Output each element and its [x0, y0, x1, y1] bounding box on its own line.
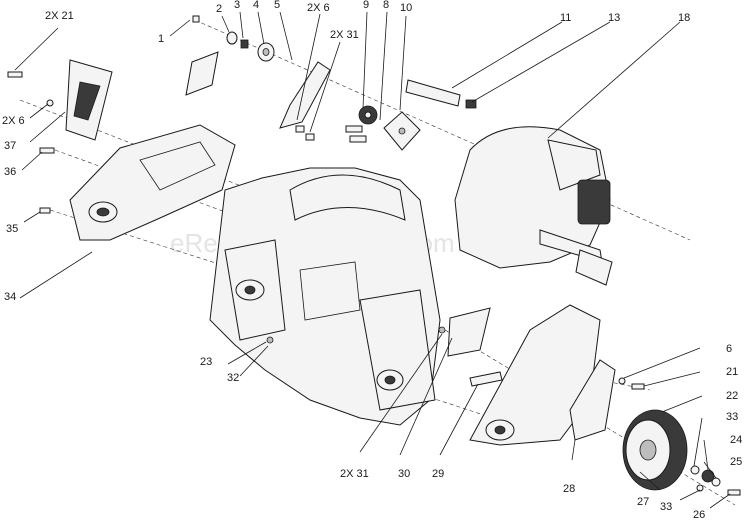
- callout-37: 37: [4, 140, 16, 152]
- callout-5: 5: [274, 0, 280, 11]
- callout-2: 2: [216, 3, 222, 15]
- bolt-21: [7, 71, 23, 78]
- callout-21: 21: [726, 366, 738, 378]
- leader-lines: [14, 11, 731, 509]
- bracket-28b: [569, 359, 616, 441]
- bracket-5: [279, 61, 331, 129]
- callout-2x21-top: 2X 21: [45, 10, 74, 22]
- washer-33b: [696, 484, 704, 492]
- left-side: [7, 59, 236, 241]
- side-plate-28: [469, 304, 601, 446]
- callout-10: 10: [400, 2, 412, 14]
- bolt-26: [727, 489, 741, 496]
- side-plate-34: [69, 124, 236, 241]
- nut-31b: [305, 133, 315, 141]
- auger-opening: [289, 174, 406, 221]
- washer-33a: [690, 465, 700, 475]
- gearbox-18: [454, 126, 613, 286]
- callout-35: 35: [6, 223, 18, 235]
- bolt-9b: [349, 135, 367, 143]
- callout-24: 24: [730, 434, 742, 446]
- pin-29: [469, 371, 503, 387]
- callout-33-bottom: 33: [660, 501, 672, 513]
- callout-18: 18: [678, 12, 690, 24]
- bolt-9a: [345, 125, 363, 133]
- callout-3: 3: [234, 0, 240, 11]
- callout-4: 4: [253, 0, 259, 11]
- shaft-11: [405, 79, 461, 107]
- callout-34: 34: [4, 291, 16, 303]
- bolt-21b: [631, 383, 645, 390]
- callout-26: 26: [693, 509, 705, 521]
- callout-6: 6: [726, 343, 732, 355]
- callout-2x31-bottom: 2X 31: [340, 468, 369, 480]
- bushing-3: [240, 39, 249, 49]
- callout-32: 32: [227, 372, 239, 384]
- callout-27: 27: [637, 496, 649, 508]
- screw-35: [39, 207, 51, 214]
- callout-33-top: 33: [726, 411, 738, 423]
- callout-28: 28: [563, 483, 575, 495]
- auger-housing: [209, 167, 503, 426]
- gearbox-housing: [577, 179, 611, 225]
- callout-2x6-left: 2X 6: [2, 115, 25, 127]
- key-13: [465, 99, 477, 109]
- bolt-23: [266, 336, 274, 344]
- callout-22: 22: [726, 390, 738, 402]
- gearbox-flange: [575, 249, 613, 286]
- right-side: [469, 304, 645, 446]
- callout-29: 29: [432, 468, 444, 480]
- callout-2x6-top: 2X 6: [307, 2, 330, 14]
- washer-2: [226, 31, 238, 45]
- callout-labels: 2X 21 1 2 3 4 5 2X 6 2X 31 9 8 10 11 13 …: [2, 0, 742, 521]
- callout-9: 9: [363, 0, 369, 11]
- nut-6b: [618, 377, 626, 385]
- bolt-36: [39, 147, 55, 154]
- callout-30: 30: [398, 468, 410, 480]
- drive-parts: [345, 79, 477, 151]
- callout-36: 36: [4, 166, 16, 178]
- callout-13: 13: [608, 12, 620, 24]
- spacer-30: [447, 307, 491, 357]
- callout-1: 1: [158, 33, 164, 45]
- top-hardware: [185, 15, 331, 141]
- callout-25: 25: [730, 456, 742, 468]
- screw-1: [192, 15, 200, 23]
- callout-8: 8: [383, 0, 389, 11]
- callout-2x31-top: 2X 31: [330, 29, 359, 41]
- callout-23: 23: [200, 356, 212, 368]
- nut-31c: [438, 326, 446, 334]
- washer-25: [711, 477, 721, 487]
- plate-5a: [185, 51, 219, 96]
- nut-31a: [295, 125, 305, 133]
- wheel-22: [622, 409, 741, 496]
- callout-11: 11: [560, 12, 571, 24]
- nut-6: [46, 99, 54, 107]
